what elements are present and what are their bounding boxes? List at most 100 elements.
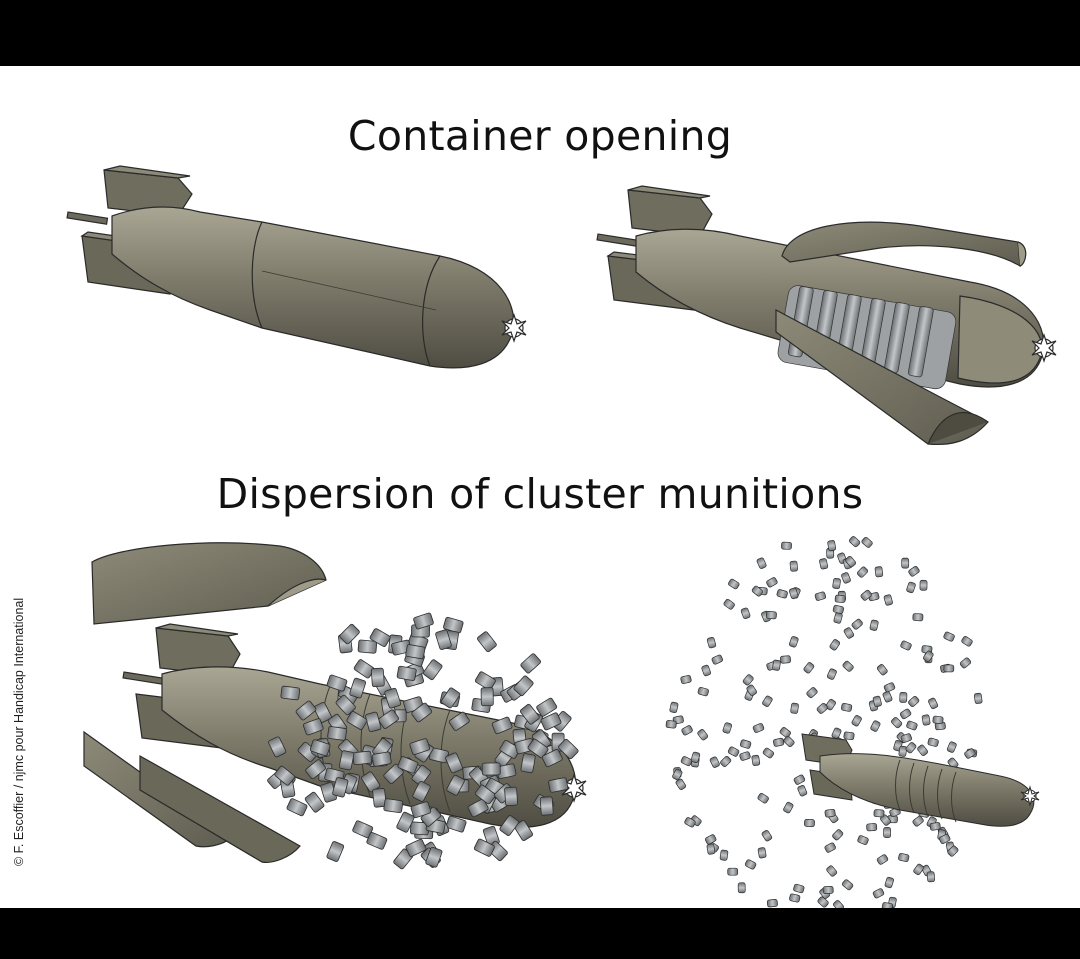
submunition	[776, 589, 788, 599]
submunition	[338, 750, 355, 771]
submunition	[891, 717, 903, 729]
submunition	[832, 577, 841, 590]
submunition	[943, 664, 955, 673]
submunition	[746, 684, 757, 696]
submunition	[883, 682, 896, 693]
submunition	[834, 594, 846, 603]
submunition	[752, 723, 765, 733]
submunition	[766, 899, 778, 908]
image-credit: © F. Escoffier / njmc pour Handicap Inte…	[12, 597, 26, 866]
submunition	[833, 612, 843, 624]
submunition	[913, 863, 924, 876]
submunition	[709, 756, 720, 768]
submunition	[370, 667, 385, 688]
submunition	[849, 536, 861, 548]
submunition	[898, 853, 910, 862]
diagram-art	[66, 165, 1057, 908]
submunition	[841, 879, 854, 891]
submunition	[906, 581, 916, 594]
submunition	[908, 696, 920, 707]
submunition	[527, 738, 549, 759]
bomb-dispersing	[83, 542, 587, 870]
submunition	[964, 748, 976, 759]
submunition	[908, 566, 920, 577]
submunition	[274, 765, 296, 786]
submunition	[520, 653, 541, 674]
submunition	[857, 835, 869, 845]
submunition	[723, 598, 735, 610]
submunition	[548, 777, 569, 793]
submunition	[681, 725, 693, 736]
submunition	[814, 591, 827, 601]
submunition	[540, 712, 562, 731]
shell-half-detached-upper	[91, 542, 327, 625]
submunition	[883, 827, 891, 838]
submunition	[445, 815, 467, 833]
submunition	[302, 718, 324, 736]
submunition	[898, 745, 908, 757]
submunition	[901, 557, 910, 569]
submunition	[536, 697, 558, 717]
submunition	[268, 736, 287, 758]
submunition	[405, 838, 427, 857]
bomb-core	[819, 753, 1035, 827]
submunition	[335, 694, 356, 716]
submunition	[719, 849, 729, 861]
submunition	[411, 702, 433, 723]
submunition	[765, 610, 777, 620]
submunition	[788, 587, 799, 600]
submunition	[783, 735, 795, 748]
submunition	[757, 792, 769, 804]
submunition	[346, 711, 368, 730]
submunition	[728, 578, 740, 590]
submunition	[384, 687, 402, 709]
submunition	[899, 691, 908, 703]
submunition	[383, 798, 404, 814]
submunition	[304, 791, 325, 813]
submunition	[843, 731, 855, 741]
submunition	[906, 720, 918, 731]
submunition	[690, 751, 701, 764]
submunition	[369, 628, 391, 647]
submunition	[851, 618, 863, 630]
submunition	[378, 709, 400, 729]
submunition	[295, 700, 317, 721]
submunition	[843, 627, 855, 639]
submunition	[519, 703, 540, 725]
submunition	[851, 715, 862, 727]
submunition	[326, 674, 348, 692]
submunition	[499, 815, 519, 837]
submunition	[870, 720, 881, 732]
submunition	[539, 796, 554, 816]
submunition	[832, 829, 844, 841]
submunition	[372, 788, 387, 808]
submunition	[946, 741, 957, 753]
submunition	[860, 589, 872, 601]
submunition	[396, 665, 417, 681]
submunition	[727, 746, 740, 757]
submunition	[822, 885, 834, 895]
submunition	[313, 701, 332, 723]
submunition	[513, 675, 534, 697]
submunition	[873, 809, 885, 818]
submunition	[827, 540, 837, 552]
submunition	[706, 843, 716, 855]
submunition	[740, 607, 751, 619]
submunition	[720, 755, 732, 768]
submunition	[833, 900, 844, 908]
submunition	[926, 871, 935, 883]
submunition	[474, 784, 496, 805]
submunition	[473, 838, 495, 857]
submunition	[789, 636, 799, 648]
submunition	[929, 822, 941, 831]
submunition	[829, 639, 841, 651]
diagram-canvas: Container opening Dispersion of cluster …	[0, 66, 1080, 908]
submunition	[874, 566, 884, 578]
submunition	[704, 834, 717, 845]
submunition	[793, 883, 805, 894]
submunition	[832, 604, 845, 614]
submunition	[905, 742, 917, 754]
submunition	[783, 801, 794, 814]
submunition	[742, 674, 754, 686]
submunition	[751, 585, 764, 597]
